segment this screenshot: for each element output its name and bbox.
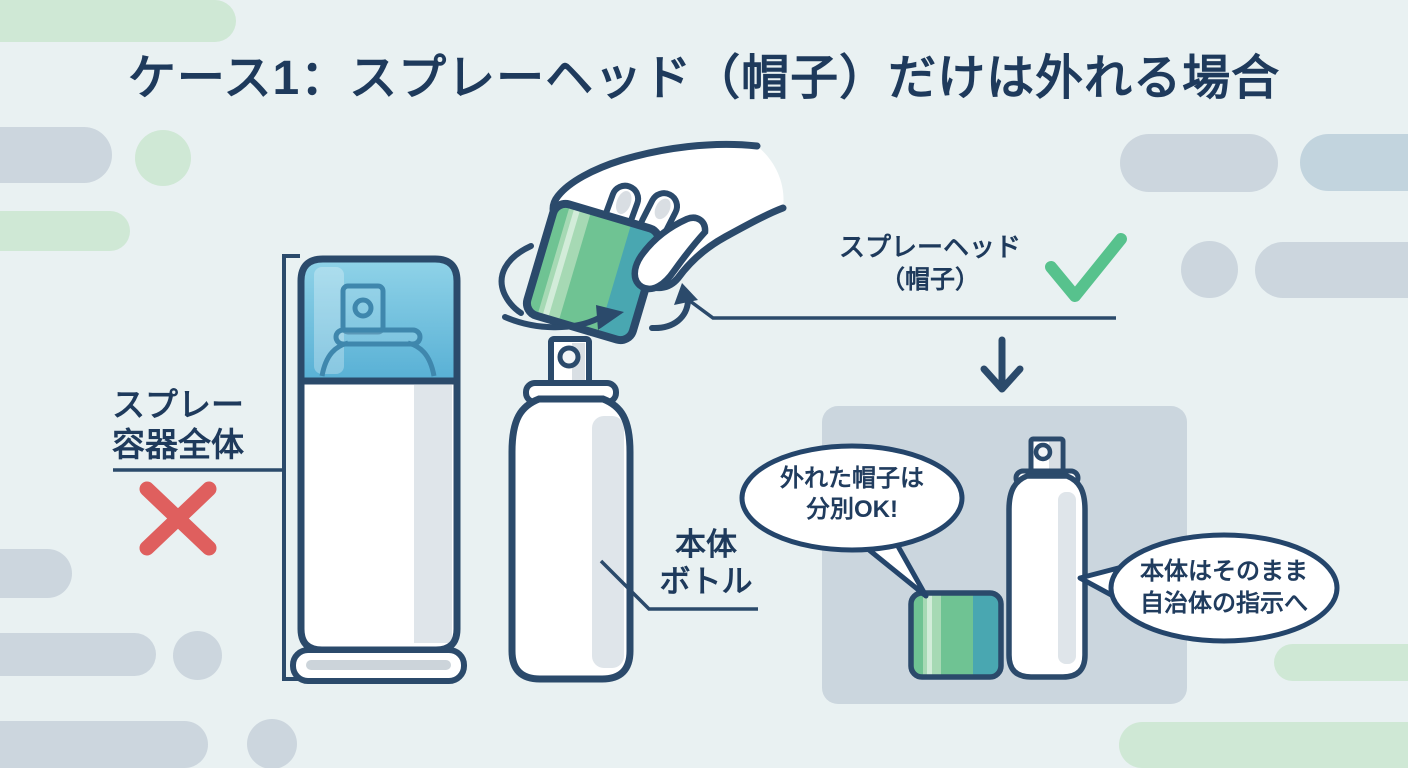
decorative-pill: [0, 549, 72, 598]
bracket: [282, 254, 300, 681]
cap-bubble-line2: 分別OK!: [806, 496, 898, 523]
decorative-pill: [0, 633, 156, 676]
cap-bubble-line1: 外れた帽子は: [780, 465, 924, 492]
whole-can-label-line2: 容器全体: [112, 426, 244, 463]
decorative-pill: [1255, 242, 1408, 298]
whole-can-illustration: [290, 255, 467, 684]
cap-bubble-text: 外れた帽子は 分別OK!: [742, 463, 962, 525]
body-bubble-line1: 本体はそのまま: [1140, 558, 1308, 585]
decorative-dot: [1181, 241, 1238, 298]
label-leader-line: [599, 559, 758, 611]
decorative-pill: [0, 721, 208, 768]
decorative-dot: [173, 631, 222, 680]
can-cap: [297, 255, 461, 385]
can-cap-nozzle-detail: [319, 283, 437, 377]
thumb: [631, 214, 709, 293]
spray-head-label-line2: （帽子）: [879, 266, 980, 294]
body-bubble-text: 本体はそのまま 自治体の指示へ: [1112, 556, 1336, 620]
decorative-pill: [1300, 134, 1408, 191]
decorative-pill: [0, 127, 112, 183]
decorative-pill: [0, 211, 130, 251]
decorative-pill: [1120, 134, 1278, 192]
small-cap-illustration: [908, 590, 1004, 680]
decorative-dot: [135, 130, 191, 186]
spray-head-label: スプレーヘッド （帽子）: [810, 231, 1050, 297]
decorative-pill: [0, 0, 236, 42]
body-bottle-label: 本体 ボトル: [626, 526, 786, 600]
page-title: ケース1：スプレーヘッド（帽子）だけは外れる場合: [127, 52, 1281, 105]
down-arrow-icon: [980, 336, 1024, 393]
small-bottle-illustration: [1006, 436, 1088, 680]
body-bottle-label-line2: ボトル: [659, 564, 753, 599]
decorative-dot: [247, 719, 297, 768]
speech-bubble-body: [1077, 532, 1340, 644]
cross-icon: [139, 481, 217, 556]
body-bottle-illustration: [508, 336, 758, 683]
whole-can-label: スプレー 容器全体: [93, 385, 263, 465]
rotate-arrows-icon: [498, 243, 698, 332]
speech-bubble-cap: [739, 443, 965, 599]
body-bubble-line2: 自治体の指示へ: [1140, 590, 1308, 617]
label-connector-line: [688, 299, 1116, 320]
body-bottle-label-line1: 本体: [675, 527, 737, 562]
whole-can-label-line1: スプレー: [112, 386, 244, 423]
decorative-pill: [1119, 722, 1408, 768]
decorative-pill: [1274, 644, 1408, 681]
check-icon: [1045, 233, 1127, 302]
spray-head-label-line1: スプレーヘッド: [838, 232, 1021, 262]
